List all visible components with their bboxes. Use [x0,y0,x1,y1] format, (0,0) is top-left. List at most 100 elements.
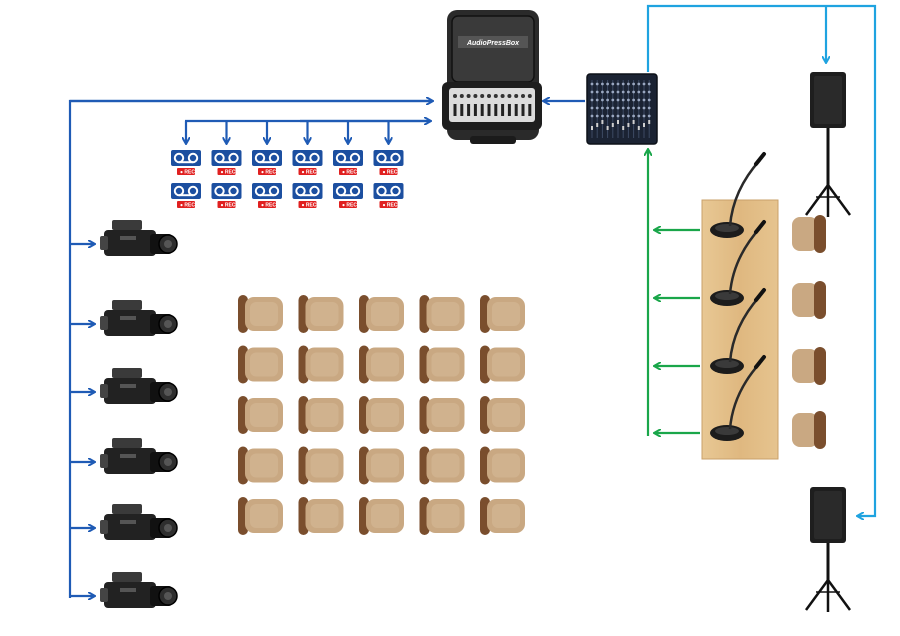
box-connector [467,104,471,116]
chair-icon [238,295,283,333]
panel-chairs [792,215,826,449]
chair-icon [359,497,404,535]
rec-badge: ● REC [217,168,236,176]
gooseneck-microphone-icon [710,220,766,306]
box-brand-label: AudioPressBox [466,40,520,47]
mixer-knob [611,98,615,102]
recorder-icon [373,183,404,199]
mixer-fader [606,126,609,130]
recorder-icon [211,183,242,199]
chair-icon [238,446,283,485]
speaker-right-feed-line [646,4,877,516]
rec-badge-label: ● REC [342,203,357,209]
chair-icon [298,497,344,535]
recorder-icon [171,150,201,166]
mixer-knob [632,82,635,86]
speakers [804,72,852,612]
rec-badge-label: ● REC [180,203,195,209]
mixer-knob [606,98,609,102]
box-label-plate [458,36,528,48]
mixer-fader [637,126,640,130]
mixer-fader [622,126,625,130]
recorder-icon [252,183,282,199]
mixer-knob [621,82,625,86]
video-camera-icon [100,368,178,404]
mixer-knob [606,90,609,94]
recorder-icon [252,150,282,166]
recorder-icon [373,150,404,166]
mixer-knob [590,106,594,110]
mixer-knob [595,90,599,94]
chair-icon [419,446,465,485]
recorder-icon [292,150,323,166]
recorder-grid: ● REC● REC● REC● REC● REC● REC● REC● REC… [171,150,404,209]
mixer-knob [637,106,641,110]
mixer-knob [621,90,625,94]
video-camera-icon [100,220,178,256]
recorder-icon [333,183,363,199]
recorder-icon [171,183,201,199]
chair-icon [298,396,344,434]
box-knob [493,94,498,98]
rec-badge-label: ● REC [302,203,317,209]
mixer-fader [648,120,651,124]
mixer-knob [595,82,599,86]
mixer-knob [616,98,620,102]
rec-badge-label: ● REC [383,203,398,209]
mixer-knob [632,114,635,118]
chair-icon [419,396,465,434]
mixer-knob [647,114,651,118]
mixer-knob [590,90,594,94]
mixer-knob [647,82,651,86]
box-connector [480,104,484,116]
box-connector [521,104,525,116]
rec-badge: ● REC [298,168,317,176]
video-camera-icon [100,572,178,608]
chair-icon [238,345,283,384]
audio-press-box[interactable]: AudioPressBox [442,10,542,144]
mixer-knob [601,98,604,102]
mixer-knob [616,106,620,110]
mixer-knob [590,114,594,118]
mixer-knob [642,98,646,102]
mixer-knob [627,82,630,86]
video-camera-icon [100,504,178,540]
box-knob [473,94,478,98]
chair-icon [359,345,404,384]
chair-icon [480,446,525,485]
chair-icon [419,497,465,535]
rec-badge-label: ● REC [221,170,236,176]
box-knob [453,94,457,98]
box-knob [500,94,505,98]
box-connector [528,104,532,116]
gooseneck-microphone-icon [710,288,766,374]
box-connector [501,104,505,116]
video-camera-icon [100,438,178,474]
mixer-fader [596,123,599,127]
mixer-knob [647,90,651,94]
panel-microphones [710,152,766,441]
recorder-icon [211,150,242,166]
mixer-knob [627,90,630,94]
camera-column [100,220,178,608]
chair-icon [359,295,404,333]
box-connector [487,104,491,116]
rec-badge-label: ● REC [302,170,317,176]
audio-mixer[interactable] [586,73,658,145]
rec-badge: ● REC [258,201,276,209]
box-knob [459,94,464,98]
chair-icon [792,411,826,449]
mixer-knob [590,82,594,86]
chair-icon [359,396,404,434]
mixer-knob [637,90,641,94]
mixer-channel-strips [590,80,651,138]
mixer-knob [627,106,630,110]
box-connector [460,104,464,116]
mixer-knob [642,82,646,86]
mixer-fader [611,123,614,127]
rec-badge: ● REC [298,201,317,209]
mixer-knob [642,90,646,94]
mixer-knob [616,114,620,118]
mixer-knob [601,106,604,110]
